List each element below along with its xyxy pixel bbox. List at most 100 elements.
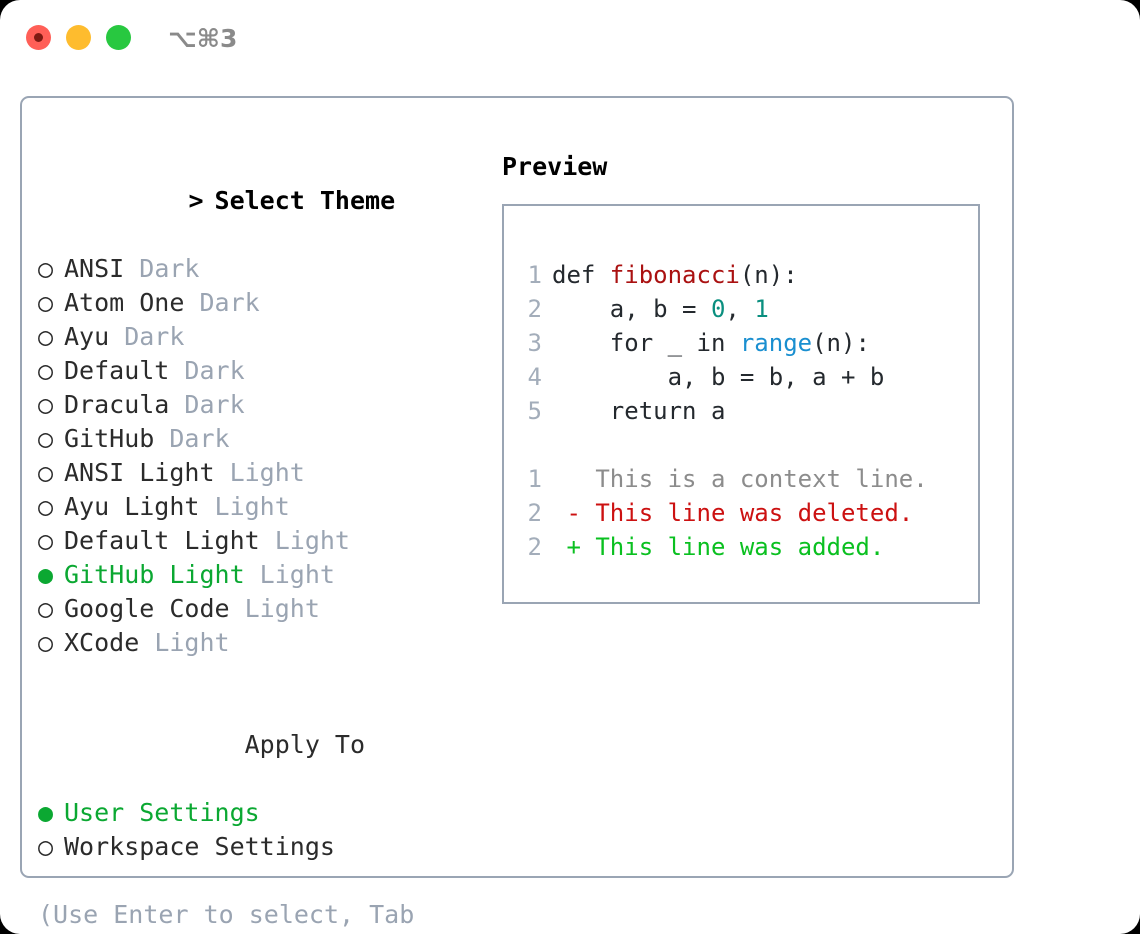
code-token: a, b = bbox=[552, 295, 711, 323]
theme-option[interactable]: ○ Ayu Dark bbox=[38, 320, 478, 354]
code-token: a, b = b, a + b bbox=[552, 363, 885, 391]
radio-unselected-icon: ○ bbox=[38, 832, 54, 861]
code-token: (n): bbox=[739, 261, 798, 289]
radio-selected-icon: ● bbox=[38, 560, 54, 589]
settings-panel: >Select Theme ○ANSI Dark○Atom One Dark○A… bbox=[20, 96, 1014, 929]
minimize-window-button[interactable] bbox=[66, 25, 91, 50]
line-number: 2 bbox=[527, 499, 542, 527]
theme-option-variant: Light bbox=[214, 458, 305, 487]
diff-line-text: + This line was added. bbox=[552, 533, 885, 561]
code-line: 3 for _ in range(n): bbox=[504, 326, 978, 360]
apply-to-option[interactable]: ●User Settings bbox=[38, 796, 478, 830]
apply-to-heading: Apply To bbox=[38, 694, 478, 796]
radio-unselected-icon: ○ bbox=[38, 424, 54, 453]
code-token: 1 bbox=[754, 295, 769, 323]
theme-option-label: ANSI Light bbox=[64, 458, 215, 487]
diff-line: 1 This is a context line. bbox=[504, 462, 978, 496]
theme-option-variant: Light bbox=[244, 560, 335, 589]
theme-option[interactable]: ○XCode Light bbox=[38, 626, 478, 660]
code-line: 4 a, b = b, a + b bbox=[504, 360, 978, 394]
line-number: 1 bbox=[527, 465, 542, 493]
theme-option-variant: Light bbox=[259, 526, 350, 555]
theme-option[interactable]: ○ Google Code Light bbox=[38, 592, 478, 626]
apply-to-list: ●User Settings○ Workspace Settings bbox=[38, 796, 478, 864]
theme-option-label: Google Code bbox=[64, 594, 230, 623]
apply-to-option-label: Workspace Settings bbox=[64, 832, 335, 861]
theme-option-variant: Dark bbox=[184, 288, 260, 317]
traffic-lights bbox=[26, 25, 131, 50]
code-diff-separator bbox=[504, 428, 978, 462]
code-token: for _ in bbox=[552, 329, 740, 357]
theme-option-label: GitHub Light bbox=[64, 560, 245, 589]
code-line: 1 def fibonacci(n): bbox=[504, 258, 978, 292]
theme-option[interactable]: ○ Dracula Dark bbox=[38, 388, 478, 422]
line-number: 2 bbox=[527, 533, 542, 561]
keyboard-hint-text: (Use Enter to select, Tab to change focu… bbox=[38, 900, 415, 929]
select-theme-heading: > Select Theme bbox=[38, 150, 478, 252]
theme-option-variant: Dark bbox=[154, 424, 230, 453]
line-number: 2 bbox=[527, 295, 542, 323]
line-number: 1 bbox=[527, 261, 542, 289]
radio-unselected-icon: ○ bbox=[38, 526, 54, 555]
theme-list: ○ ANSI Dark ○ Atom One Dark ○ Ayu Dark ○ Defaul… bbox=[38, 252, 478, 660]
caret-icon: > bbox=[188, 186, 204, 215]
title-bar: ⌥⌘3 bbox=[0, 0, 1140, 78]
theme-option-label: Ayu bbox=[64, 322, 110, 351]
theme-option-label: Default bbox=[64, 356, 170, 385]
code-token: range bbox=[739, 329, 813, 357]
theme-option-label: Dracula bbox=[64, 390, 170, 419]
code-token: (n): bbox=[812, 329, 870, 357]
theme-option-variant: Light bbox=[229, 594, 320, 623]
theme-option-variant: Light bbox=[139, 628, 230, 657]
code-line: 2 a, b = 0, 1 bbox=[504, 292, 978, 326]
code-line: 5 return a bbox=[504, 394, 978, 428]
theme-option-label: Ayu Light bbox=[64, 492, 200, 521]
diff-sample: 1 This is a context line.2 - This line w… bbox=[504, 462, 978, 564]
code-token: fibonacci bbox=[609, 261, 740, 289]
radio-unselected-icon: ○ bbox=[38, 628, 54, 657]
diff-line: 2 - This line was deleted. bbox=[504, 496, 978, 530]
radio-unselected-icon: ○ bbox=[38, 356, 54, 385]
theme-option[interactable]: ○ Default Light Light bbox=[38, 524, 478, 558]
theme-option-label: GitHub bbox=[64, 424, 155, 453]
theme-option[interactable]: ○ANSI Dark bbox=[38, 252, 478, 286]
theme-option-variant: Dark bbox=[169, 356, 245, 385]
radio-unselected-icon: ○ bbox=[38, 254, 54, 283]
radio-unselected-icon: ○ bbox=[38, 458, 54, 487]
radio-unselected-icon: ○ bbox=[38, 322, 54, 351]
theme-option-variant: Dark bbox=[169, 390, 245, 419]
radio-selected-icon: ● bbox=[38, 798, 54, 827]
radio-unselected-icon: ○ bbox=[38, 390, 54, 419]
code-token: , bbox=[725, 295, 755, 323]
apply-to-indent bbox=[219, 728, 245, 762]
keyboard-shortcut-label: ⌥⌘3 bbox=[168, 24, 238, 53]
code-token: def bbox=[552, 261, 610, 289]
theme-option[interactable]: ○ GitHub Dark bbox=[38, 422, 478, 456]
line-number: 3 bbox=[527, 329, 542, 357]
apply-to-heading-label: Apply To bbox=[244, 730, 366, 759]
theme-option-label: Default Light bbox=[64, 526, 260, 555]
theme-option[interactable]: ○ Default Dark bbox=[38, 354, 478, 388]
zoom-window-button[interactable] bbox=[106, 25, 131, 50]
theme-option[interactable]: ● GitHub Light Light bbox=[38, 558, 478, 592]
radio-unselected-icon: ○ bbox=[38, 594, 54, 623]
theme-option-label: ANSI bbox=[64, 254, 125, 283]
theme-option[interactable]: ○ Atom One Dark bbox=[38, 286, 478, 320]
select-theme-heading-label: Select Theme bbox=[214, 186, 396, 215]
apply-to-section: Apply To ●User Settings○ Workspace Settin… bbox=[38, 694, 478, 864]
apply-to-option[interactable]: ○ Workspace Settings bbox=[38, 830, 478, 864]
line-number: 4 bbox=[527, 363, 542, 391]
diff-line-text: This is a context line. bbox=[552, 465, 928, 493]
theme-selection-column: >Select Theme ○ANSI Dark○Atom One Dark○A… bbox=[38, 150, 478, 934]
code-token: return a bbox=[552, 397, 726, 425]
close-window-button[interactable] bbox=[26, 25, 51, 50]
theme-option[interactable]: ○Ayu Light Light bbox=[38, 490, 478, 524]
radio-unselected-icon: ○ bbox=[38, 492, 54, 521]
radio-unselected-icon: ○ bbox=[38, 288, 54, 317]
theme-option[interactable]: ○ ANSI Light Light bbox=[38, 456, 478, 490]
theme-option-variant: Dark bbox=[109, 322, 185, 351]
theme-option-label: Atom One bbox=[64, 288, 185, 317]
